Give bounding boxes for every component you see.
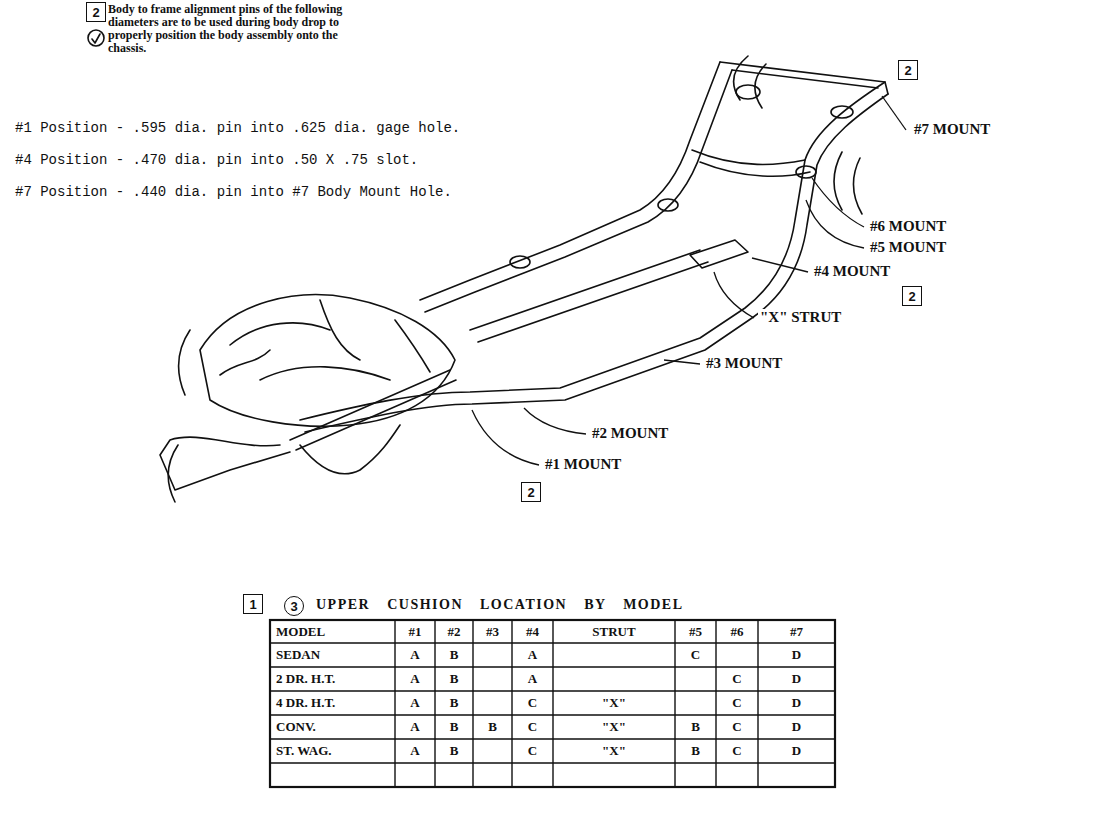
table-cell: B xyxy=(474,716,511,738)
table-cell: A xyxy=(396,740,434,762)
table-cell: A xyxy=(396,668,434,690)
table-cell: CONV. xyxy=(271,716,394,738)
part-label: #5 MOUNT xyxy=(868,239,948,256)
leader-line xyxy=(714,272,754,318)
callout-number: 2 xyxy=(92,6,99,19)
engine-detail xyxy=(220,300,430,380)
table-cell: B xyxy=(436,740,472,762)
table-header: STRUT xyxy=(554,621,674,642)
callout-number: 3 xyxy=(290,600,297,613)
table-cell: C xyxy=(513,692,552,714)
table-cell: D xyxy=(759,644,834,666)
table-border xyxy=(270,620,835,787)
table-cell: C xyxy=(513,740,552,762)
table-cell: C xyxy=(717,716,757,738)
callout-number: 2 xyxy=(904,64,911,77)
table-cell: D xyxy=(759,668,834,690)
table-cell: SEDAN xyxy=(271,644,394,666)
far-frame-rail xyxy=(420,62,732,312)
table-cell: C xyxy=(717,740,757,762)
leader-line xyxy=(882,96,906,130)
leader-line xyxy=(472,410,539,465)
table-cell: A xyxy=(396,644,434,666)
pin-spec: #4 Position - .470 dia. pin into .50 X .… xyxy=(15,152,418,168)
boxed-callout: 1 xyxy=(243,594,263,614)
table-cell: C xyxy=(676,644,715,666)
circled-callout: 3 xyxy=(284,596,304,616)
table-cell: A xyxy=(513,644,552,666)
table-cell: "X" xyxy=(554,692,674,714)
table-header: #4 xyxy=(513,621,552,642)
table-cell: B xyxy=(676,740,715,762)
table-cell: B xyxy=(436,668,472,690)
part-label: #7 MOUNT xyxy=(912,121,992,138)
table-cell: D xyxy=(759,716,834,738)
leader-line xyxy=(812,178,864,227)
boxed-callout: 2 xyxy=(902,286,922,306)
leader-line xyxy=(752,258,808,272)
table-cell: C xyxy=(513,716,552,738)
part-label: #6 MOUNT xyxy=(868,218,948,235)
table-cell: D xyxy=(759,692,834,714)
kickup-crossmember xyxy=(692,150,810,176)
part-label: #1 MOUNT xyxy=(543,456,623,473)
table-cell: B xyxy=(436,692,472,714)
mount-pad xyxy=(796,166,816,178)
table-header: #2 xyxy=(436,621,472,642)
mount-pad xyxy=(831,106,853,118)
table-cell: "X" xyxy=(554,716,674,738)
callout-number: 1 xyxy=(249,598,256,611)
table-cell: A xyxy=(396,692,434,714)
table-cell: A xyxy=(513,668,552,690)
table-header: #6 xyxy=(717,621,757,642)
table-cell: C xyxy=(717,668,757,690)
part-label: "X" STRUT xyxy=(758,309,843,326)
table-cell: 4 DR. H.T. xyxy=(271,692,394,714)
table-cell: "X" xyxy=(554,740,674,762)
table-cell: B xyxy=(436,644,472,666)
front-suspension xyxy=(160,425,400,490)
center-tube xyxy=(470,250,708,342)
table-column-lines xyxy=(395,620,758,787)
table-cell: 2 DR. H.T. xyxy=(271,668,394,690)
pin-spec: #7 Position - .440 dia. pin into #7 Body… xyxy=(15,184,452,200)
callout-number: 2 xyxy=(908,290,915,303)
table-header: #5 xyxy=(676,621,715,642)
table-header: #3 xyxy=(474,621,511,642)
table-title: UPPER CUSHION LOCATION BY MODEL xyxy=(316,597,684,613)
table-cell: ST. WAG. xyxy=(271,740,394,762)
pin-spec: #1 Position - .595 dia. pin into .625 di… xyxy=(15,120,460,136)
callout-number: 2 xyxy=(527,486,534,499)
table-cell: D xyxy=(759,740,834,762)
table-cell: B xyxy=(676,716,715,738)
front-crossmember xyxy=(290,370,456,450)
x-strut-bracket xyxy=(690,240,748,268)
check-symbol xyxy=(88,30,104,46)
rear-crossmember xyxy=(720,62,888,94)
table-header: #7 xyxy=(759,621,834,642)
table-cell: C xyxy=(717,692,757,714)
leader-line xyxy=(524,408,586,434)
mount-pad xyxy=(658,199,678,211)
mount-pad xyxy=(510,256,530,268)
table-header: MODEL xyxy=(271,621,394,642)
boxed-callout: 2 xyxy=(521,482,541,502)
leader-line xyxy=(664,360,700,364)
table-header: #1 xyxy=(396,621,434,642)
table-cell: B xyxy=(436,716,472,738)
part-label: #3 MOUNT xyxy=(704,355,784,372)
note-text: Body to frame alignment pins of the foll… xyxy=(108,3,358,55)
leader-line xyxy=(806,200,864,248)
boxed-callout: 2 xyxy=(898,60,918,80)
engine-outline xyxy=(200,295,455,427)
boxed-callout: 2 xyxy=(86,2,106,22)
table-cell: A xyxy=(396,716,434,738)
check-mark xyxy=(92,34,100,43)
part-label: #4 MOUNT xyxy=(812,263,892,280)
part-label: #2 MOUNT xyxy=(590,425,670,442)
